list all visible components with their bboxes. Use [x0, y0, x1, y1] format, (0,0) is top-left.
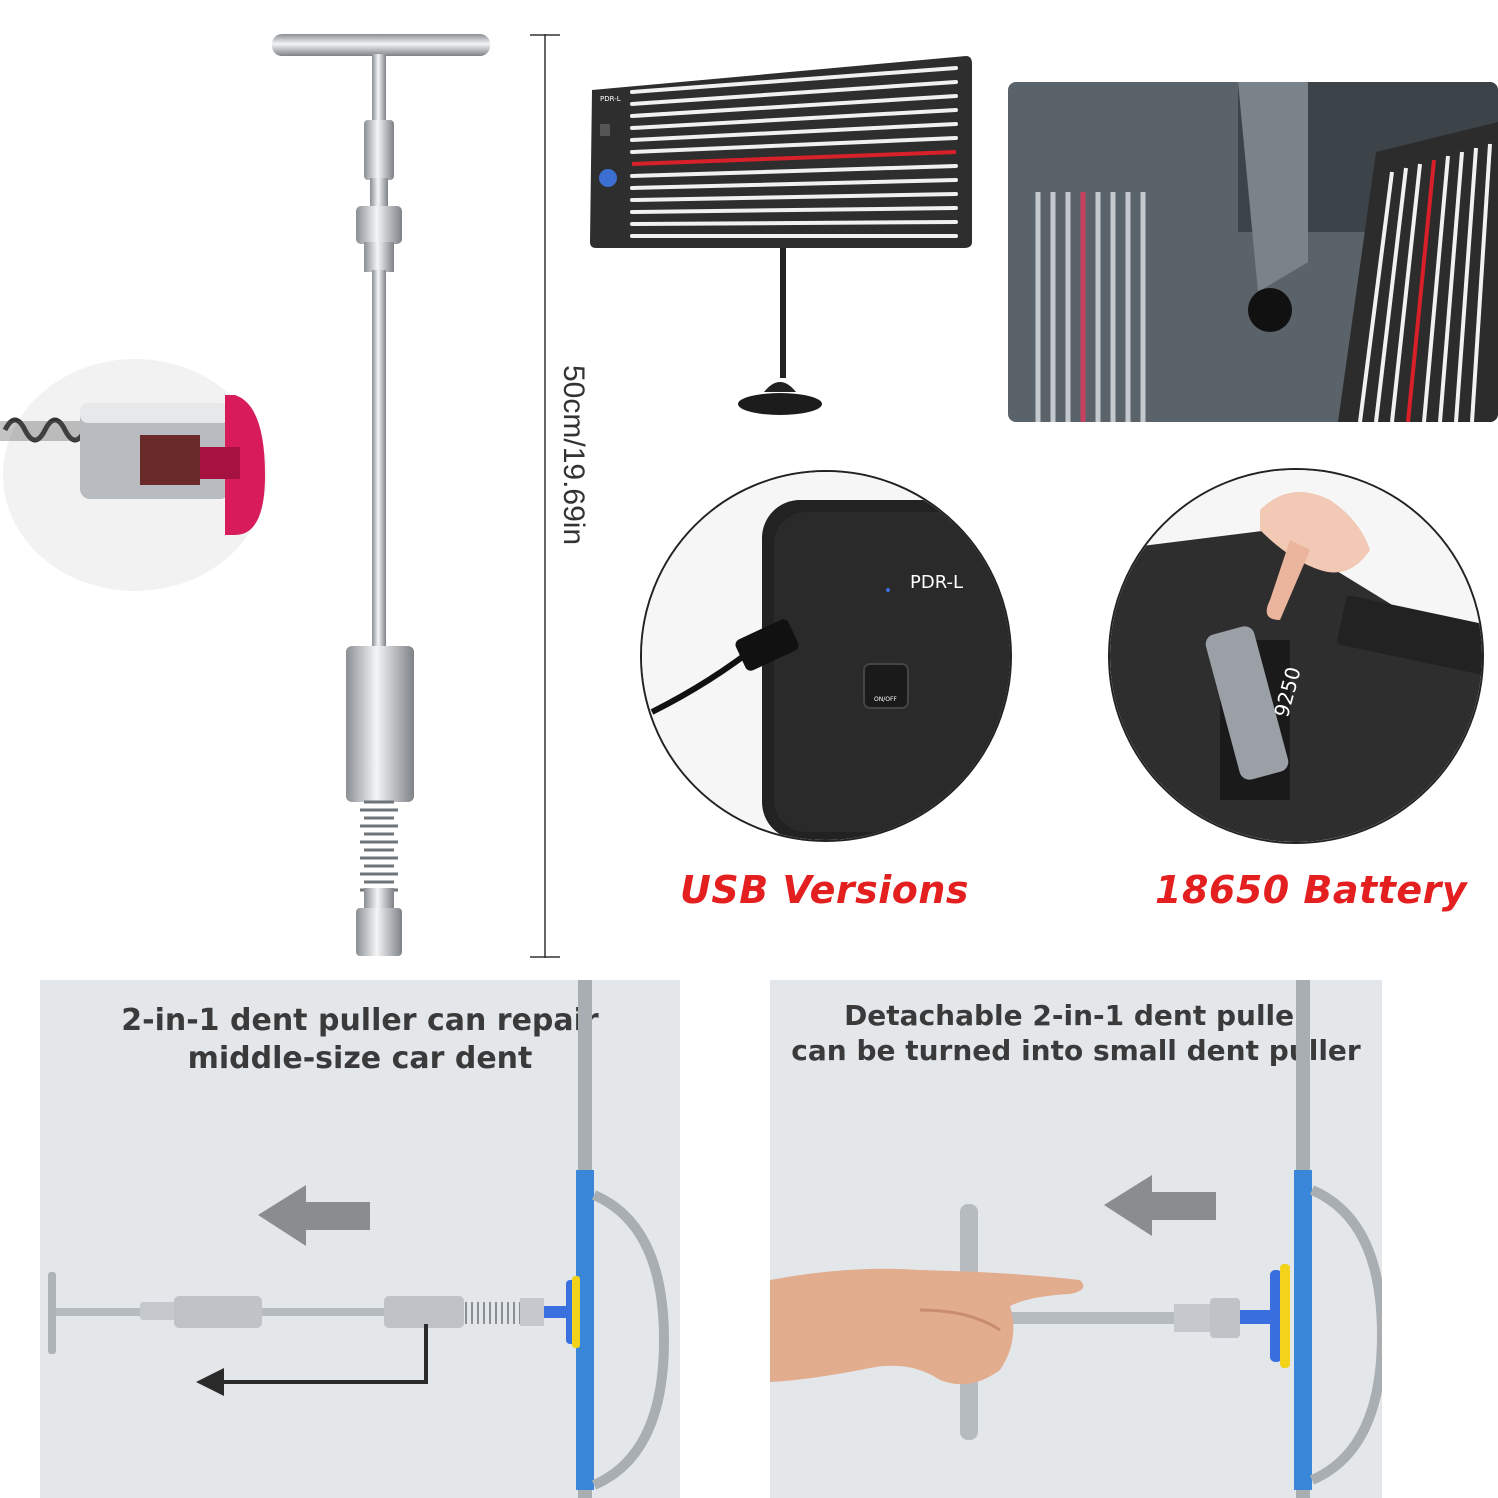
panel-right-title-line2: can be turned into small dent puller — [791, 1034, 1361, 1067]
panel-middle-dent: 2-in-1 dent puller can repair middle-siz… — [40, 980, 680, 1498]
usb-port-closeup: PDR-L ON/OFF — [640, 470, 1012, 842]
battery-compartment-closeup: 9250 — [1108, 468, 1484, 844]
dimension-line — [530, 34, 560, 958]
battery-caption: 18650 Battery — [1155, 868, 1468, 912]
panel-left-title: 2-in-1 dent puller can repair middle-siz… — [40, 1002, 680, 1077]
car-reflection-photo — [1008, 82, 1498, 422]
panel-small-dent: Detachable 2-in-1 dent puller can be tur… — [770, 980, 1382, 1498]
on-off-switch: ON/OFF — [874, 696, 897, 703]
dimension-label: 50cm/19.69in — [557, 365, 590, 546]
slide-hammer-vertical — [260, 28, 500, 963]
panel-left-title-line2: middle-size car dent — [187, 1040, 533, 1076]
panel-right-title-line1: Detachable 2-in-1 dent puller — [844, 999, 1308, 1032]
panel-right-title: Detachable 2-in-1 dent puller can be tur… — [770, 998, 1382, 1068]
board-label: PDR-L — [600, 95, 621, 103]
usb-caption: USB Versions — [680, 868, 969, 912]
usb-board-label: PDR-L — [910, 572, 964, 593]
puller-head-closeup — [0, 355, 270, 595]
pdr-light-board: PDR-L — [588, 52, 974, 424]
panel-left-title-line1: 2-in-1 dent puller can repair — [121, 1003, 599, 1038]
